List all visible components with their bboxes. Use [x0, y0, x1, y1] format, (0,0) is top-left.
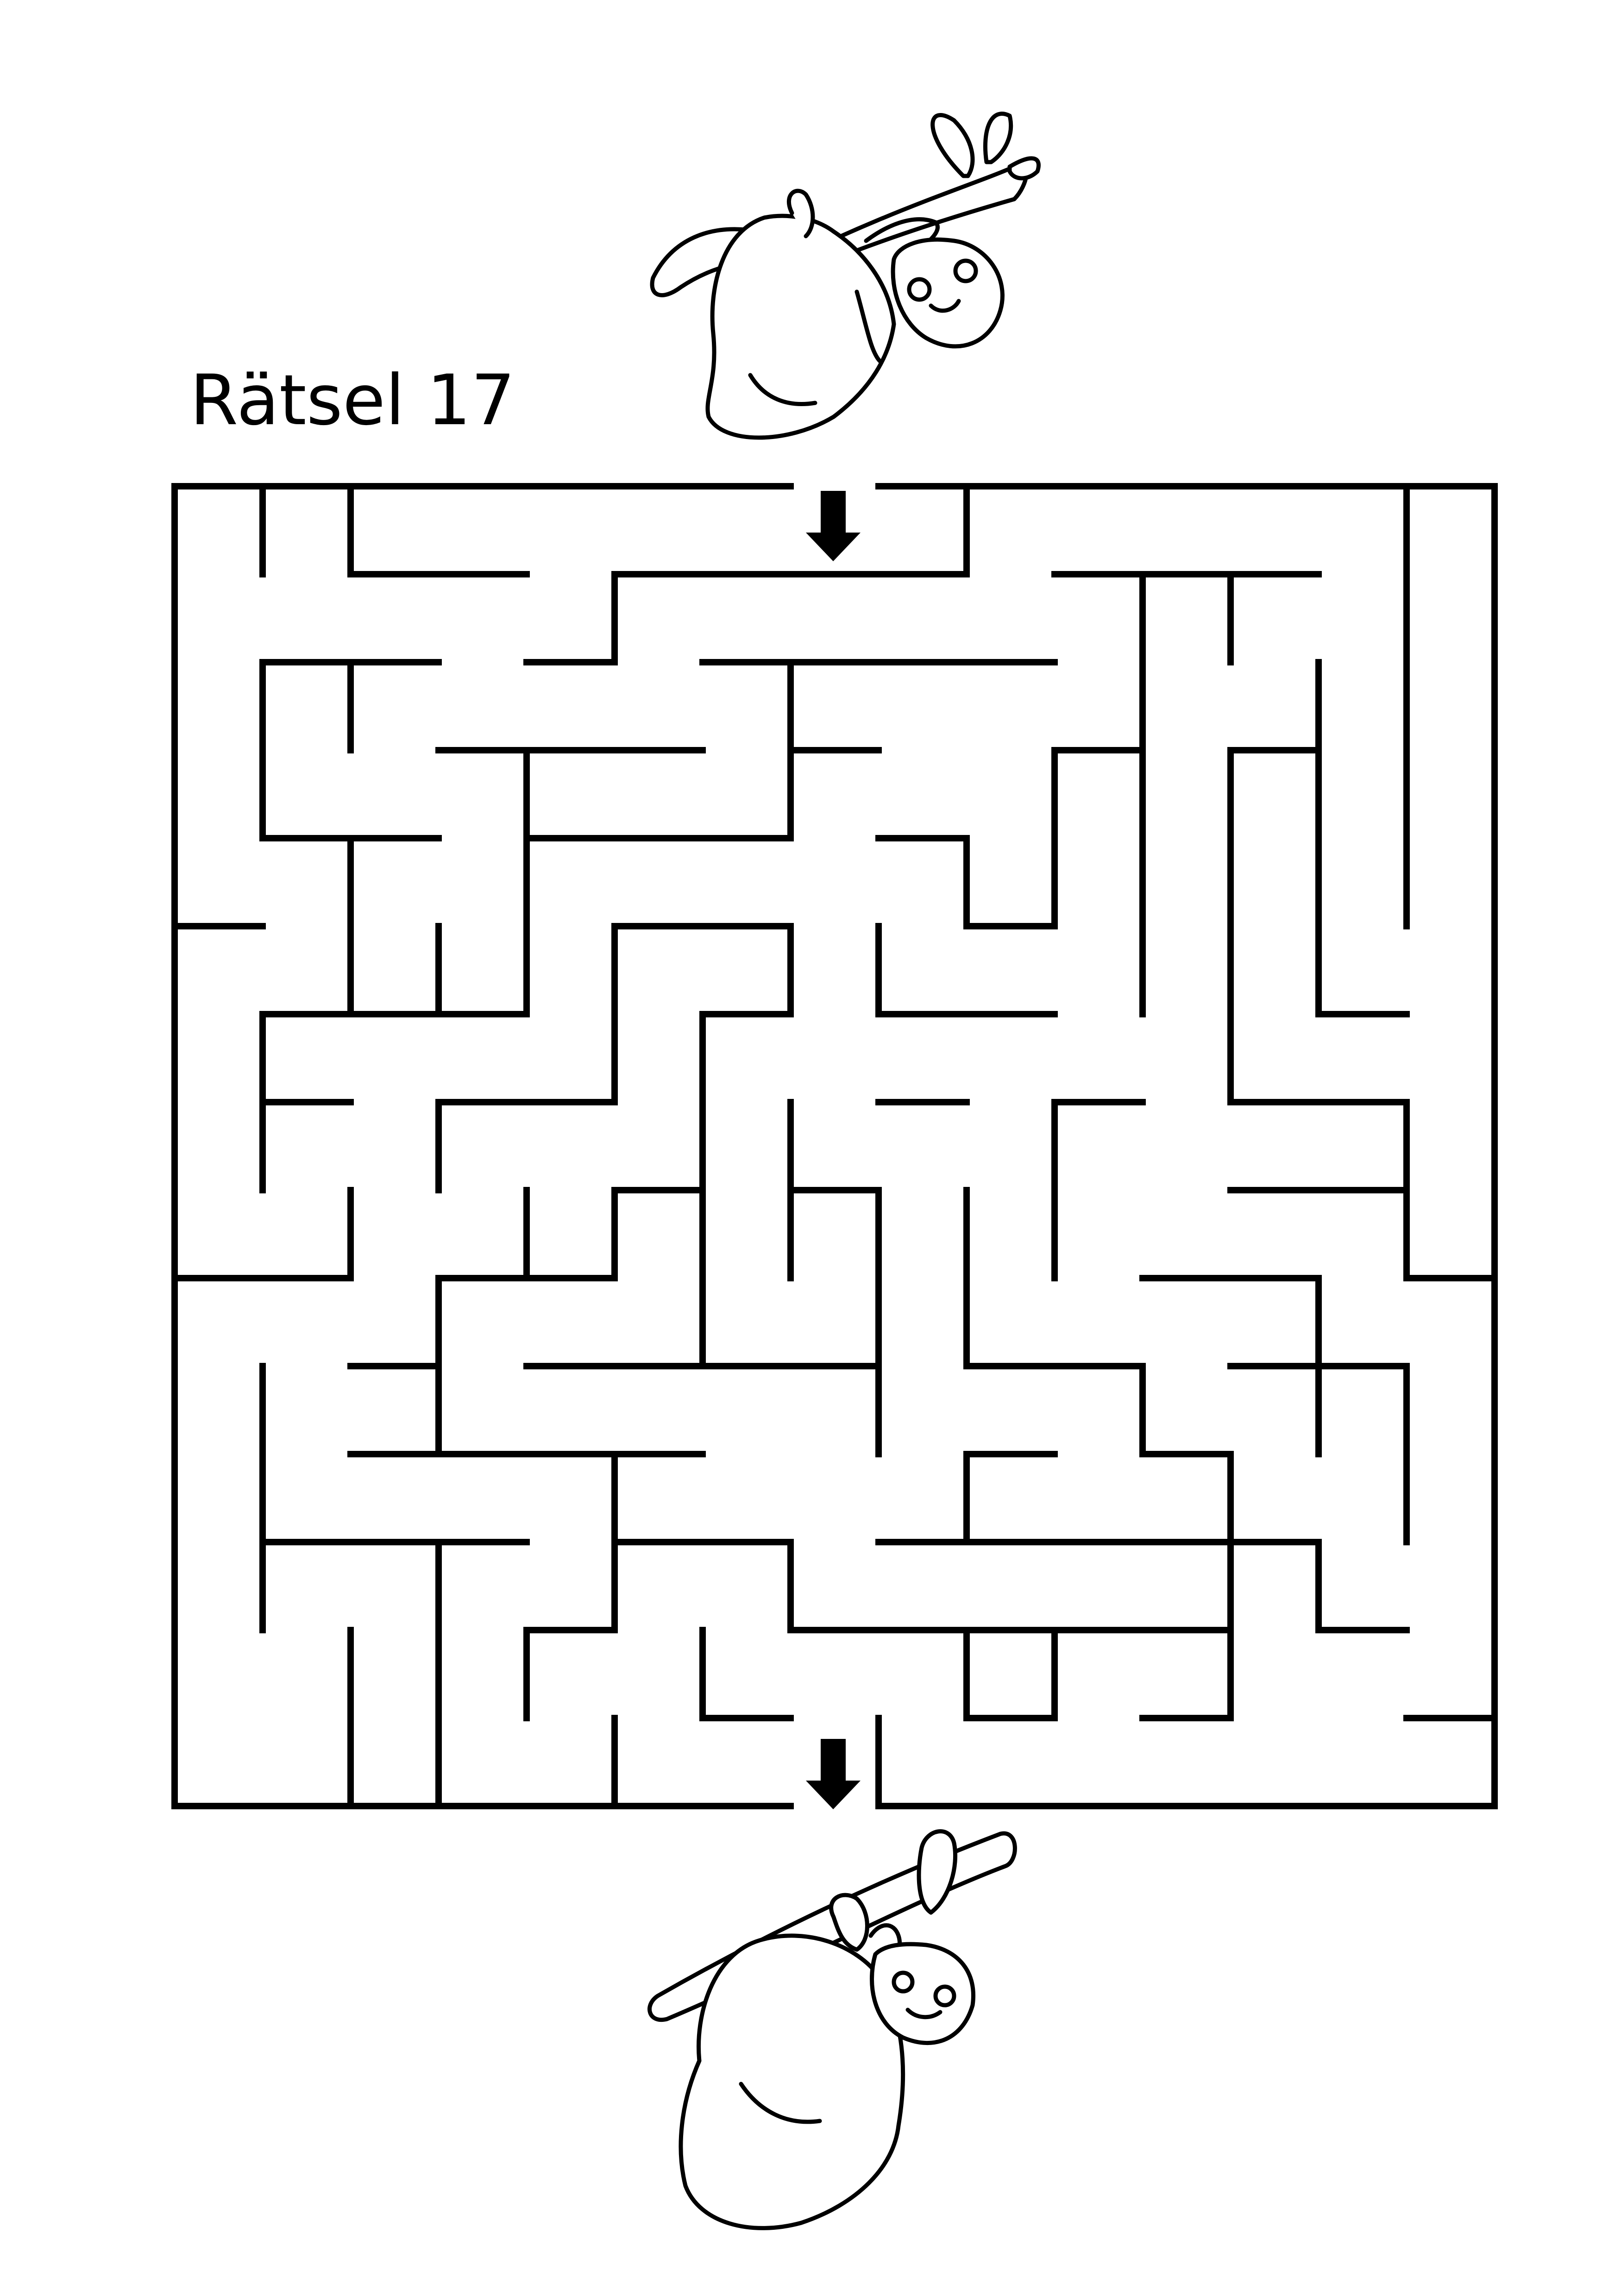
- sloth-icon: [647, 1829, 1017, 2230]
- finish-arrow-icon: [806, 1739, 861, 1809]
- maze-walls: [171, 483, 1498, 1809]
- start-arrow-icon: [806, 491, 861, 561]
- puzzle-title: Rätsel 17: [190, 360, 515, 441]
- sloth-icon: [650, 112, 1041, 440]
